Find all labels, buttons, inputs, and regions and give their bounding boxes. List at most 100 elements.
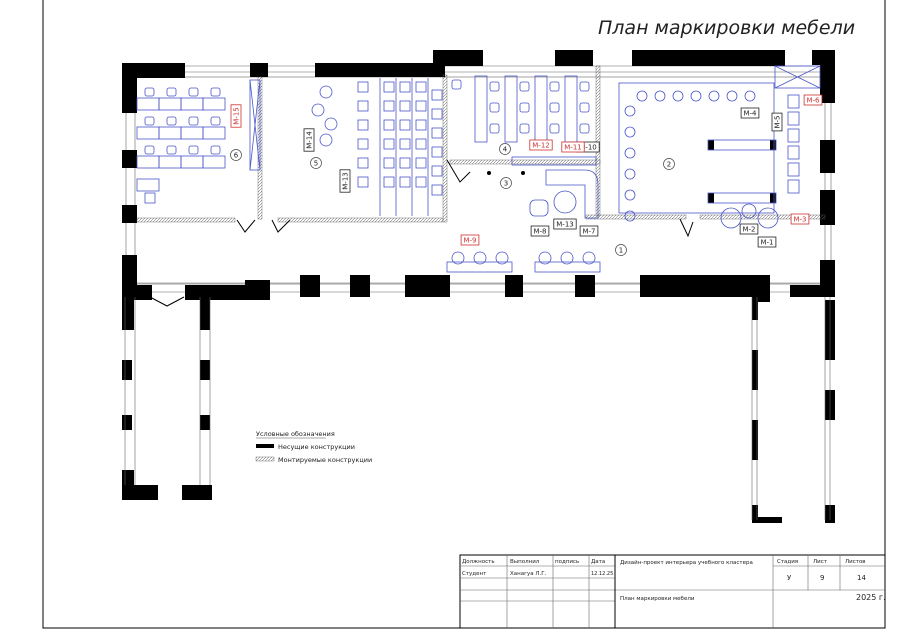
- bar-stool: [624, 189, 636, 201]
- partition-segment: [699, 214, 826, 220]
- armchair-round: [741, 203, 757, 219]
- chair: [210, 116, 221, 126]
- tb-project: Дизайн-проект интерьера учебного кластер…: [620, 559, 753, 566]
- round-stool: [560, 251, 574, 265]
- tb-header-signature: подпись: [555, 559, 579, 565]
- bar-stool: [636, 90, 648, 102]
- chair: [415, 176, 427, 188]
- tag-box: [803, 94, 823, 106]
- chair: [357, 119, 369, 131]
- legend-item-bearing: Несущие конструкции: [278, 443, 355, 451]
- chair: [431, 165, 443, 177]
- room-number-circle: [663, 158, 675, 170]
- desk: [158, 155, 182, 169]
- chair: [357, 138, 369, 150]
- wardrobe-cross: [249, 79, 261, 171]
- tag-label: М-5: [774, 115, 782, 128]
- tag-box: [790, 213, 810, 225]
- round-stool: [495, 251, 509, 265]
- wall-segment: [770, 140, 776, 150]
- furniture-tag: М-2: [739, 223, 759, 235]
- partition-segment: [442, 74, 448, 223]
- chair: [399, 138, 411, 150]
- desk: [158, 126, 182, 140]
- tag-box: [460, 234, 480, 246]
- partition-segment: [585, 214, 687, 220]
- chair: [383, 176, 395, 188]
- wall-segment: [752, 517, 782, 523]
- wall-segment: [245, 280, 270, 298]
- room-number: 1: [619, 247, 623, 255]
- room-number: 3: [504, 180, 508, 188]
- wall-segment: [820, 140, 835, 173]
- locker: [787, 111, 800, 126]
- round-stool: [311, 103, 325, 117]
- locker: [787, 179, 800, 194]
- chair: [188, 145, 199, 155]
- door-swing: [679, 218, 694, 238]
- desk: [180, 126, 204, 140]
- furniture-tag: М-14: [303, 128, 315, 152]
- partition-segment: [136, 217, 236, 223]
- bar-stool: [708, 90, 720, 102]
- bar-stool: [690, 90, 702, 102]
- tag-box: [529, 139, 553, 151]
- room-number-circle: [499, 143, 511, 155]
- chair: [383, 119, 395, 131]
- wall-segment: [575, 275, 595, 297]
- legend-swatch-mounted: [255, 456, 275, 462]
- locker: [787, 145, 800, 160]
- chair: [415, 100, 427, 112]
- armchair-round: [757, 207, 779, 229]
- tb-stage: У: [787, 574, 792, 582]
- tag-box: [771, 112, 783, 132]
- chair: [210, 145, 221, 155]
- chair: [579, 81, 590, 92]
- round-stool: [324, 117, 338, 131]
- armchair-round: [720, 207, 742, 229]
- partition-segment: [277, 217, 444, 223]
- tb-sheets-header: Листов: [845, 559, 866, 565]
- tb-author: Ханагуа Л.Г.: [510, 571, 547, 577]
- desk-row: [534, 75, 548, 143]
- legend: Условные обозначения Несущие конструкции…: [255, 430, 372, 464]
- chair: [431, 108, 443, 120]
- chair: [383, 81, 395, 93]
- chair: [144, 116, 155, 126]
- left-wing: [124, 296, 211, 485]
- tb-position: Студент: [462, 571, 487, 577]
- wall-segment: [820, 190, 835, 225]
- tag-box: [530, 225, 550, 237]
- chair: [188, 116, 199, 126]
- bar-stool: [624, 105, 636, 117]
- chair: [489, 123, 500, 134]
- chair: [188, 87, 199, 97]
- armchair: [529, 199, 549, 217]
- bar-stool: [624, 147, 636, 159]
- chair: [144, 87, 155, 97]
- desk-row: [504, 75, 518, 143]
- wall-segment: [812, 50, 835, 65]
- wall-segment: [182, 485, 212, 500]
- wall-segment: [820, 65, 835, 103]
- bench: [534, 261, 601, 273]
- furniture-tag: М-15: [230, 104, 242, 128]
- shelving: [707, 192, 777, 204]
- chair: [431, 184, 443, 196]
- locker: [787, 162, 800, 177]
- chair: [383, 157, 395, 169]
- chair: [144, 145, 155, 155]
- desk: [136, 97, 160, 111]
- tag-box: [757, 236, 777, 248]
- wall-segment: [640, 275, 770, 297]
- round-stool: [319, 133, 333, 147]
- sheet-frame: [42, 0, 886, 629]
- tag-label: М-2: [742, 226, 755, 234]
- wall-segment: [200, 300, 210, 330]
- room-number: 6: [234, 152, 239, 160]
- wall-segment: [790, 285, 825, 297]
- tag-label: М-3: [793, 216, 806, 224]
- furniture-tag: М-6: [803, 94, 823, 106]
- furniture-tags: М-1М-2М-3М-4М-5М-6М-7М-8М-9М-10М-11М-12М…: [230, 94, 823, 248]
